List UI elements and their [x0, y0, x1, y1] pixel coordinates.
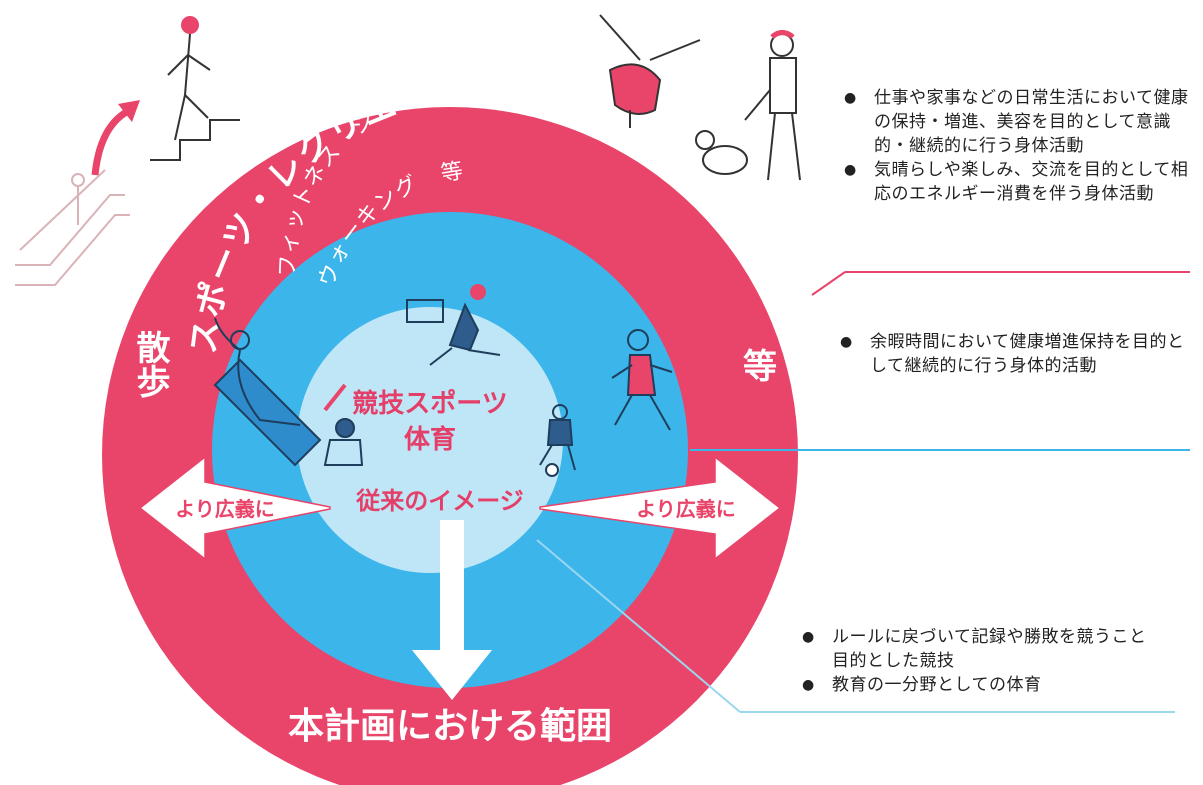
- escalator-icon: [15, 169, 130, 286]
- yoga-pose-icon: [213, 317, 322, 467]
- rising-arrow-icon: [91, 100, 140, 176]
- soccer-player-icon: [539, 404, 576, 477]
- person-walking-dog-icon: [695, 30, 801, 181]
- broader-right-label: より広義に: [636, 497, 736, 521]
- outer-ring-notes: 仕事や家事などの日常生活において健康の保持・増進、美容を目的として意識的・継続的…: [842, 86, 1194, 206]
- inner-circle: [297, 307, 563, 573]
- physical-education-label: 体育: [404, 424, 456, 455]
- competitive-sports-label: 競技スポーツ: [352, 388, 507, 419]
- middle-note-item: 余暇時間において健康増進保持を目的として継続的に行う身体的活動: [838, 330, 1188, 378]
- breakdancer-icon: [599, 14, 701, 128]
- inner-circle-notes: ルールに戻づいて記録や勝敗を競うこと目的とした競技 教育の一分野としての体育: [800, 625, 1160, 697]
- walking-label: 散歩: [130, 330, 170, 398]
- broader-right-arrow: より広義に: [539, 455, 782, 561]
- scope-down-arrow: [412, 520, 492, 700]
- person-climbing-stairs-icon: [150, 16, 240, 161]
- inner-note-item: 教育の一分野としての体育: [800, 673, 1160, 697]
- broader-left-label: より広義に: [175, 497, 275, 521]
- middle-ring-notes: 余暇時間において健康増進保持を目的として継続的に行う身体的活動: [838, 330, 1188, 378]
- baseball-batter-icon: [323, 383, 364, 466]
- broader-left-arrow: より広義に: [138, 455, 331, 561]
- inner-leader-line: [536, 539, 741, 713]
- inner-note-item: ルールに戻づいて記録や勝敗を競うこと目的とした競技: [800, 625, 1160, 673]
- traditional-image-label: 従来のイメージ: [355, 487, 524, 515]
- scope-label: 本計画における範囲: [288, 706, 612, 747]
- etc-label: 等: [743, 347, 777, 387]
- runner-icon: [611, 329, 673, 431]
- outer-note-item: 仕事や家事などの日常生活において健康の保持・増進、美容を目的として意識的・継続的…: [842, 86, 1194, 158]
- basketball-player-icon: [406, 284, 501, 366]
- outer-leader-line: [811, 271, 846, 296]
- outer-note-item: 気晴らしや楽しみ、交流を目的として相応のエネルギー消費を伴う身体活動: [842, 158, 1194, 206]
